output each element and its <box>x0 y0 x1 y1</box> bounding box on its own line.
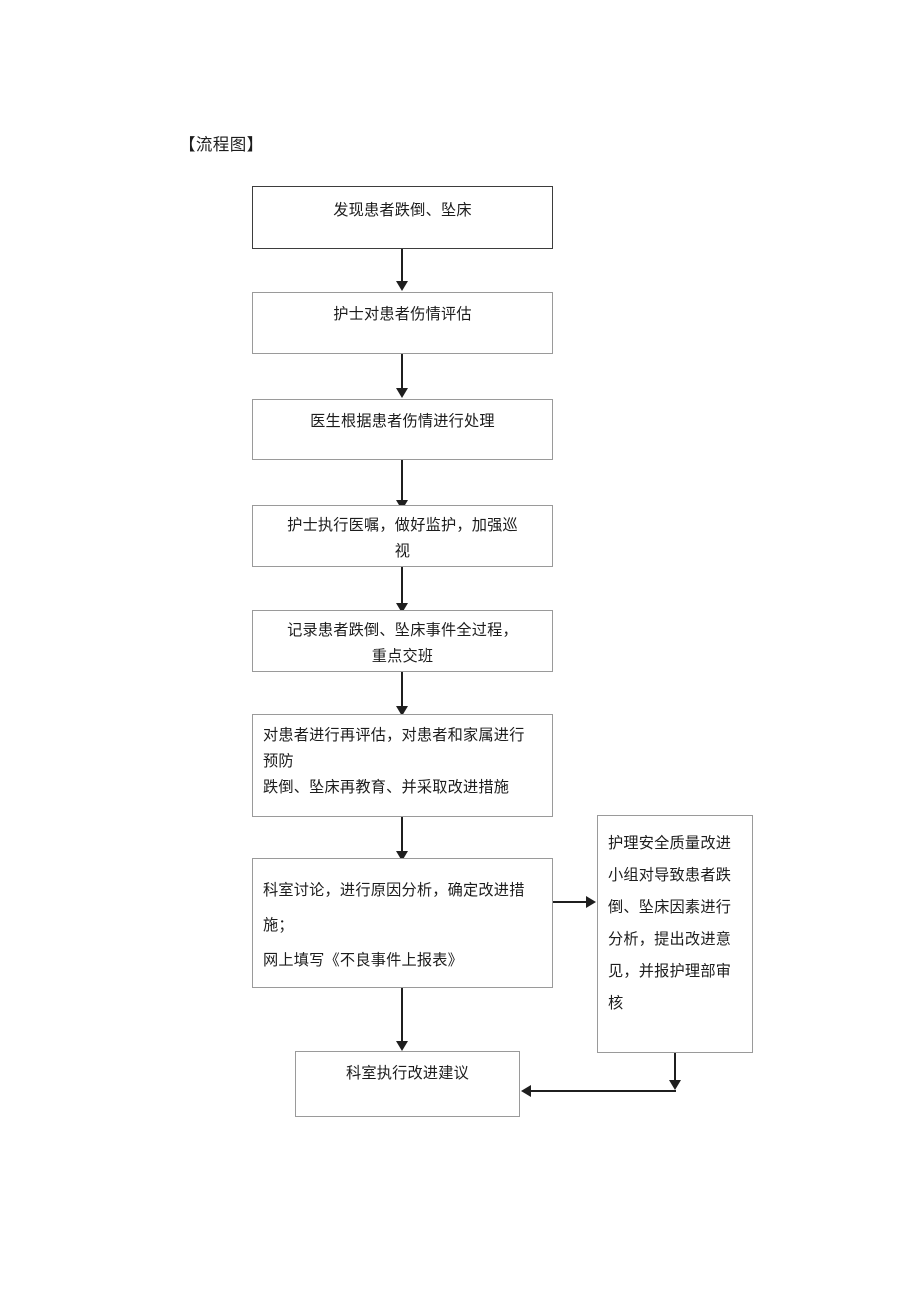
flow-node-safety-committee-line-3: 倒、坠床因素进行 <box>608 899 732 916</box>
connector-n1-n2-line <box>401 249 403 285</box>
flow-node-safety-committee-line-4: 分析，提出改进意 <box>608 931 732 948</box>
connector-n7-n8-line <box>553 901 587 903</box>
connector-n6-n7-arrow-icon <box>396 851 408 861</box>
flow-node-department-discussion-line-3: 网上填写《不良事件上报表》 <box>263 952 464 969</box>
flow-node-doctor-treat-line-1: 医生根据患者伤情进行处理 <box>310 413 495 430</box>
flow-node-department-discussion-line-2: 施； <box>263 917 294 934</box>
flow-node-detect-fall-line-1: 发现患者跌倒、坠床 <box>333 202 472 219</box>
flow-node-execute-orders-line-2: 视 <box>394 543 411 560</box>
flow-node-implement-improvements-line-1: 科室执行改进建议 <box>345 1065 470 1082</box>
connector-n8-n9-left-arrow-icon <box>521 1085 531 1097</box>
connector-n5-n6-line <box>401 672 403 714</box>
flow-node-department-discussion: 科室讨论，进行原因分析，确定改进措 施； 网上填写《不良事件上报表》 <box>252 858 553 988</box>
flow-node-safety-committee: 护理安全质量改进 小组对导致患者跌 倒、坠床因素进行 分析，提出改进意 见，并报… <box>597 815 753 1053</box>
flow-node-implement-improvements: 科室执行改进建议 <box>295 1051 520 1117</box>
connector-n2-n3-line <box>401 354 403 392</box>
connector-n6-n7-line <box>401 817 403 861</box>
connector-n8-n9-hline <box>531 1090 676 1092</box>
connector-n3-n4-line <box>401 460 403 504</box>
flow-node-reassess-educate-line-3: 跌倒、坠床再教育、并采取改进措施 <box>263 779 510 796</box>
flow-node-nurse-assess: 护士对患者伤情评估 <box>252 292 553 354</box>
flow-node-safety-committee-line-1: 护理安全质量改进 <box>608 835 732 852</box>
connector-n4-n5-line <box>401 567 403 611</box>
connector-n7-n9-line <box>401 988 403 1046</box>
flow-node-record-event: 记录患者跌倒、坠床事件全过程， 重点交班 <box>252 610 553 672</box>
flow-node-reassess-educate-line-1: 对患者进行再评估，对患者和家属进行 <box>263 727 525 744</box>
flow-node-execute-orders: 护士执行医嘱，做好监护，加强巡 视 <box>252 505 553 567</box>
flow-node-department-discussion-line-1: 科室讨论，进行原因分析，确定改进措 <box>263 882 525 899</box>
flow-node-nurse-assess-line-1: 护士对患者伤情评估 <box>333 306 472 323</box>
flow-node-reassess-educate-line-2: 预防 <box>263 753 294 770</box>
connector-n8-n9-down-arrow-icon <box>669 1080 681 1090</box>
flow-node-safety-committee-line-5: 见，并报护理部审 <box>608 963 732 980</box>
connector-n4-n5-arrow-icon <box>396 603 408 613</box>
flow-node-reassess-educate: 对患者进行再评估，对患者和家属进行 预防 跌倒、坠床再教育、并采取改进措施 <box>252 714 553 817</box>
connector-n2-n3-arrow-icon <box>396 388 408 398</box>
connector-n7-n8-arrow-icon <box>586 896 596 908</box>
flow-node-detect-fall: 发现患者跌倒、坠床 <box>252 186 553 249</box>
page-title: 【流程图】 <box>179 135 264 154</box>
flow-node-record-event-line-1: 记录患者跌倒、坠床事件全过程， <box>287 622 518 639</box>
flow-node-record-event-line-2: 重点交班 <box>371 648 434 665</box>
connector-n7-n9-arrow-icon <box>396 1041 408 1051</box>
flow-node-doctor-treat: 医生根据患者伤情进行处理 <box>252 399 553 460</box>
connector-n1-n2-arrow-icon <box>396 281 408 291</box>
flow-node-safety-committee-line-6: 核 <box>608 995 624 1012</box>
flow-node-safety-committee-line-2: 小组对导致患者跌 <box>608 867 732 884</box>
connector-n8-n9-vline <box>674 1053 676 1085</box>
flow-node-execute-orders-line-1: 护士执行医嘱，做好监护，加强巡 <box>287 517 518 534</box>
connector-n5-n6-arrow-icon <box>396 706 408 716</box>
